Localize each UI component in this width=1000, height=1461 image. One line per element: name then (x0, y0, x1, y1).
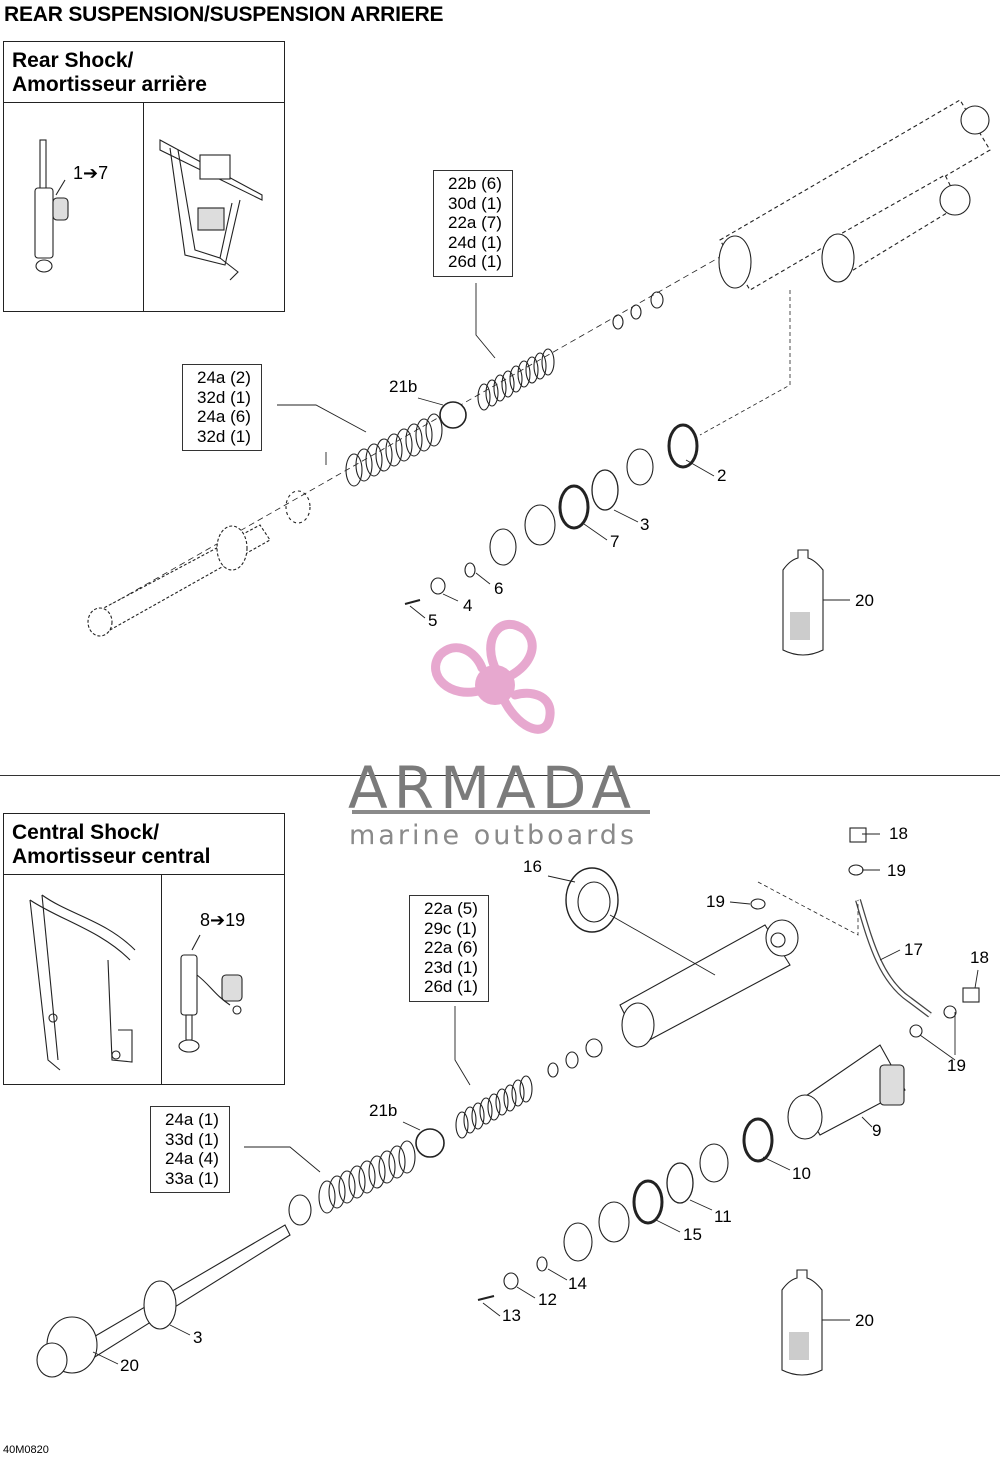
central-nut-12 (503, 1272, 519, 1290)
central-label-18-right: 18 (970, 948, 989, 967)
central-callout-right-row: 23d (1) (424, 957, 478, 977)
central-callout-left-row: 33d (1) (165, 1129, 219, 1149)
central-thumb-frame-icon (29, 894, 136, 1071)
central-label-19-right: 19 (947, 1056, 966, 1075)
central-shock-heading: Central Shock/ Amortisseur central (4, 814, 284, 875)
central-callout-right-row: 26d (1) (424, 977, 478, 996)
central-label-12: 12 (538, 1290, 557, 1309)
central-callout-right: 22a (5) 29c (1) 22a (6) 23d (1) 26d (1) (409, 895, 489, 1002)
rear-label-20: 20 (855, 591, 874, 610)
central-label-19-mid: 19 (706, 892, 725, 911)
rear-upper-shim-stack (477, 348, 555, 411)
drawing-code: 40M0820 (3, 1444, 49, 1456)
central-upper-shim-stack (455, 1075, 533, 1139)
rear-disc-6 (489, 528, 517, 566)
central-label-18-top: 18 (889, 824, 908, 843)
rear-callout-left-row: 32d (1) (197, 387, 251, 407)
rear-label-21b: 21b (389, 377, 418, 396)
rear-callout-right: 22b (6) 30d (1) 22a (7) 24d (1) 26d (1) (433, 170, 513, 277)
watermark-propeller-icon (431, 619, 555, 734)
rear-label-3: 3 (640, 515, 650, 534)
central-heading-line2: Amortisseur central (12, 845, 211, 868)
rear-thumb-shock-icon (34, 139, 69, 273)
central-label-21b: 21b (369, 1101, 398, 1120)
central-label-19-top: 19 (887, 861, 906, 880)
central-oil-bottle-icon (781, 1269, 823, 1376)
rear-leader-lines (277, 283, 850, 619)
central-label-13: 13 (502, 1306, 521, 1325)
rear-label-2: 2 (717, 466, 727, 485)
central-thumb-label: 8➔19 (200, 910, 246, 930)
rear-callout-right-row: 30d (1) (448, 193, 502, 213)
central-label-17: 17 (904, 940, 923, 959)
central-label-15: 15 (683, 1225, 702, 1244)
rear-oil-bottle-icon (782, 549, 824, 656)
page-title: REAR SUSPENSION/SUSPENSION ARRIERE (4, 3, 444, 26)
rear-piston-21b (439, 401, 467, 429)
central-label-3: 3 (193, 1328, 203, 1347)
rear-label-5: 5 (428, 611, 438, 630)
central-callout-left-row: 33a (1) (165, 1168, 219, 1188)
central-label-20-bottle: 20 (855, 1311, 874, 1330)
watermark-name: ARMADA (348, 754, 638, 822)
rear-shock-assembly (87, 99, 991, 656)
section-divider (0, 775, 1000, 776)
rear-callout-left-row: 24a (6) (197, 407, 251, 426)
central-leader-lines (92, 833, 979, 1365)
rear-panel-divider (143, 103, 144, 311)
rear-thumb-frame-icon (159, 139, 263, 281)
rear-callout-left-row: 32d (1) (197, 426, 251, 446)
central-callout-right-row: 22a (6) (424, 938, 478, 957)
central-seal-head (598, 1201, 630, 1243)
central-thumb-shock-icon (178, 934, 243, 1053)
central-label-16: 16 (523, 857, 542, 876)
central-shock-panel: Central Shock/ Amortisseur central 8➔19 (3, 813, 285, 1085)
central-oring-10 (742, 1117, 774, 1163)
rear-oring-3 (591, 469, 619, 511)
central-label-11: 11 (714, 1207, 732, 1226)
rear-label-4: 4 (463, 596, 473, 615)
central-callout-left-row: 24a (1) (165, 1110, 219, 1129)
rear-callout-right-row: 22a (7) (448, 213, 502, 232)
central-label-9: 9 (872, 1121, 882, 1140)
rear-lower-shim-stack (345, 413, 443, 487)
central-callout-right-row: 22a (5) (424, 899, 478, 918)
central-label-14: 14 (568, 1274, 587, 1293)
central-washer-14 (536, 1256, 548, 1272)
central-label-20-bumper: 20 (120, 1356, 139, 1375)
rear-seal-head (524, 504, 556, 546)
rear-callout-right-row: 24d (1) (448, 232, 502, 252)
central-oring-15 (632, 1179, 664, 1225)
watermark-tagline: marine outboards (349, 820, 638, 851)
central-heading-line1: Central Shock/ (12, 821, 160, 844)
rear-callout-left: 24a (2) 32d (1) 24a (6) 32d (1) (182, 364, 262, 451)
central-lower-shim-stack (318, 1140, 416, 1214)
rear-thumb-label: 1➔7 (73, 163, 109, 183)
central-oring-11 (666, 1162, 694, 1204)
central-bearing (699, 1143, 729, 1183)
rear-oring-7 (558, 484, 590, 530)
rear-shock-heading: Rear Shock/ Amortisseur arrière (4, 42, 284, 103)
rear-callout-right-row: 26d (1) (448, 252, 502, 271)
rear-label-6: 6 (494, 579, 504, 598)
central-panel-divider (161, 875, 162, 1084)
central-piston-21b (415, 1128, 445, 1158)
rear-callout-right-row: 22b (6) (448, 174, 502, 193)
rear-heading-line2: Amortisseur arrière (12, 73, 207, 96)
central-shock-assembly (36, 827, 980, 1378)
rear-callout-left-row: 24a (2) (197, 368, 251, 387)
central-label-10: 10 (792, 1164, 811, 1183)
central-callout-right-row: 29c (1) (424, 918, 477, 938)
rear-heading-line1: Rear Shock/ (12, 49, 134, 72)
rear-oring-2 (667, 423, 699, 469)
central-callout-left-row: 24a (4) (165, 1149, 219, 1168)
rear-bearing (626, 448, 654, 486)
central-callout-left: 24a (1) 33d (1) 24a (4) 33a (1) (150, 1106, 230, 1193)
rear-label-7: 7 (610, 532, 620, 551)
rear-nut-4 (430, 577, 446, 595)
